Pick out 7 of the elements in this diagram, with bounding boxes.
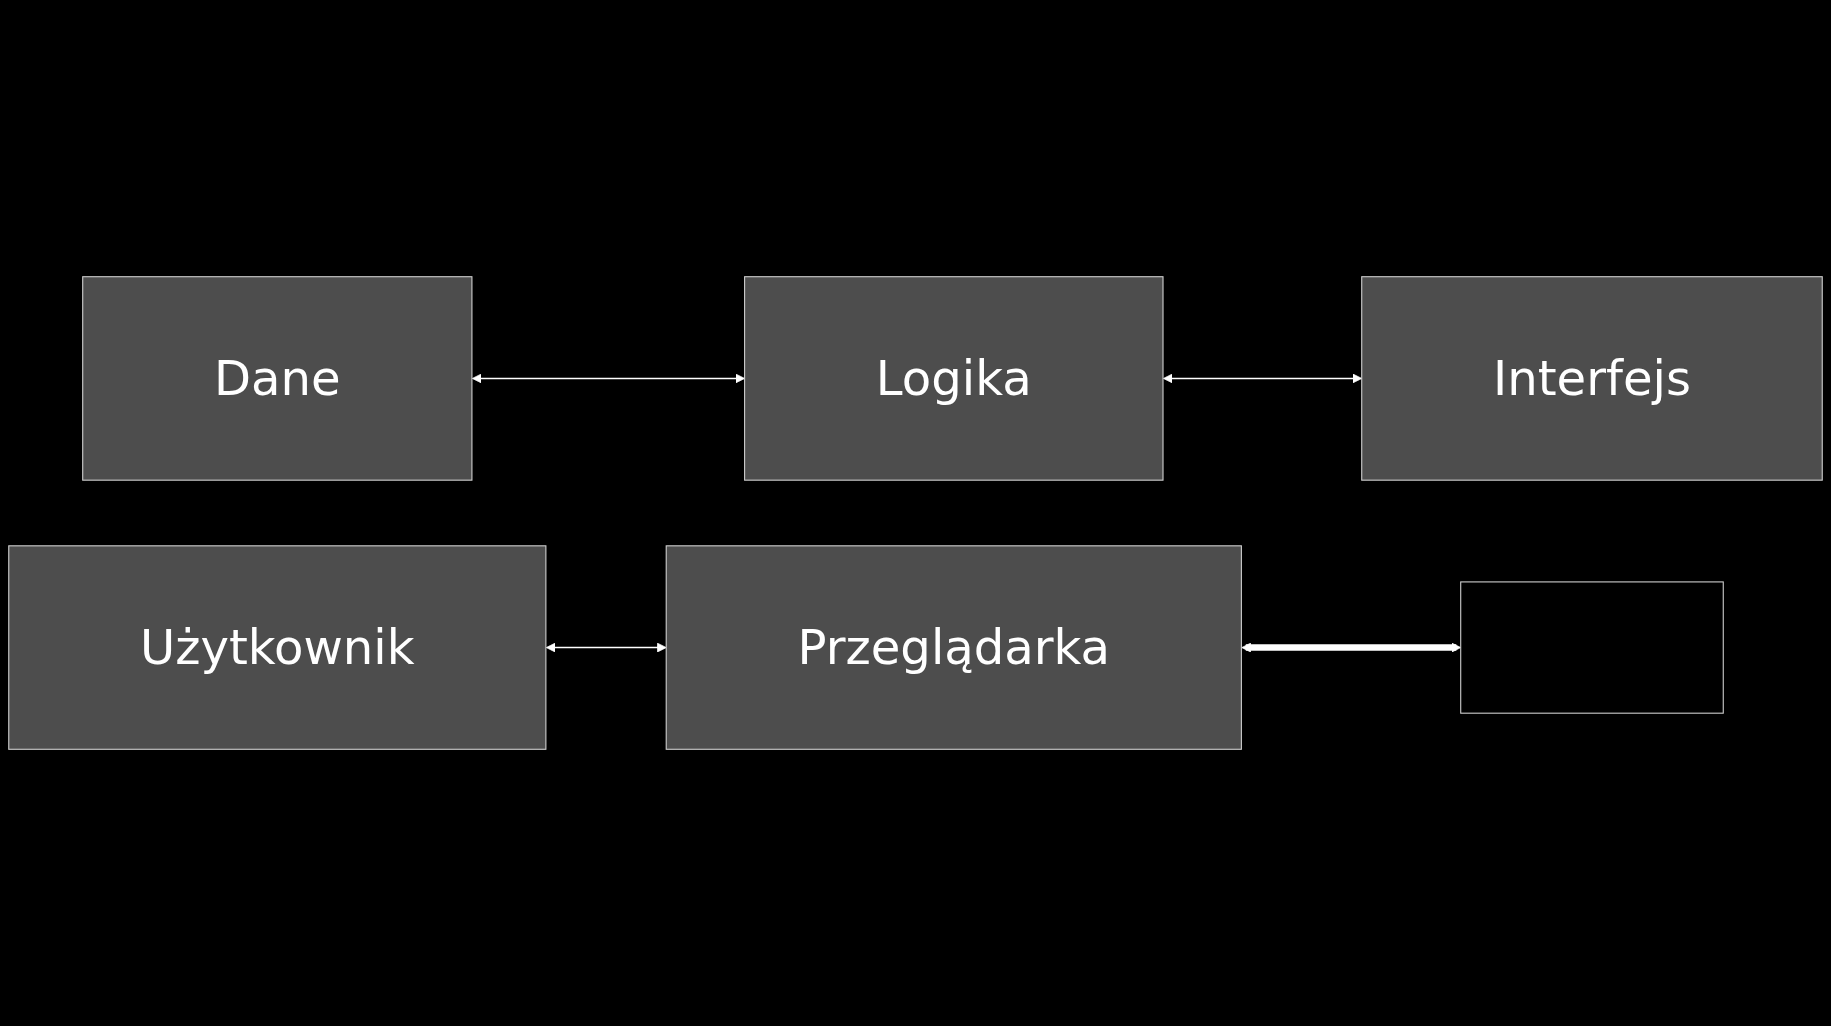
arrow — [545, 642, 667, 653]
node-box: Przeglądarka — [665, 545, 1242, 750]
node-box: Logika — [744, 276, 1164, 481]
node-box: Dane — [82, 276, 473, 481]
node-box: Interfejs — [1361, 276, 1823, 481]
node-box: Użytkownik — [8, 545, 547, 750]
node-box — [1460, 581, 1724, 714]
